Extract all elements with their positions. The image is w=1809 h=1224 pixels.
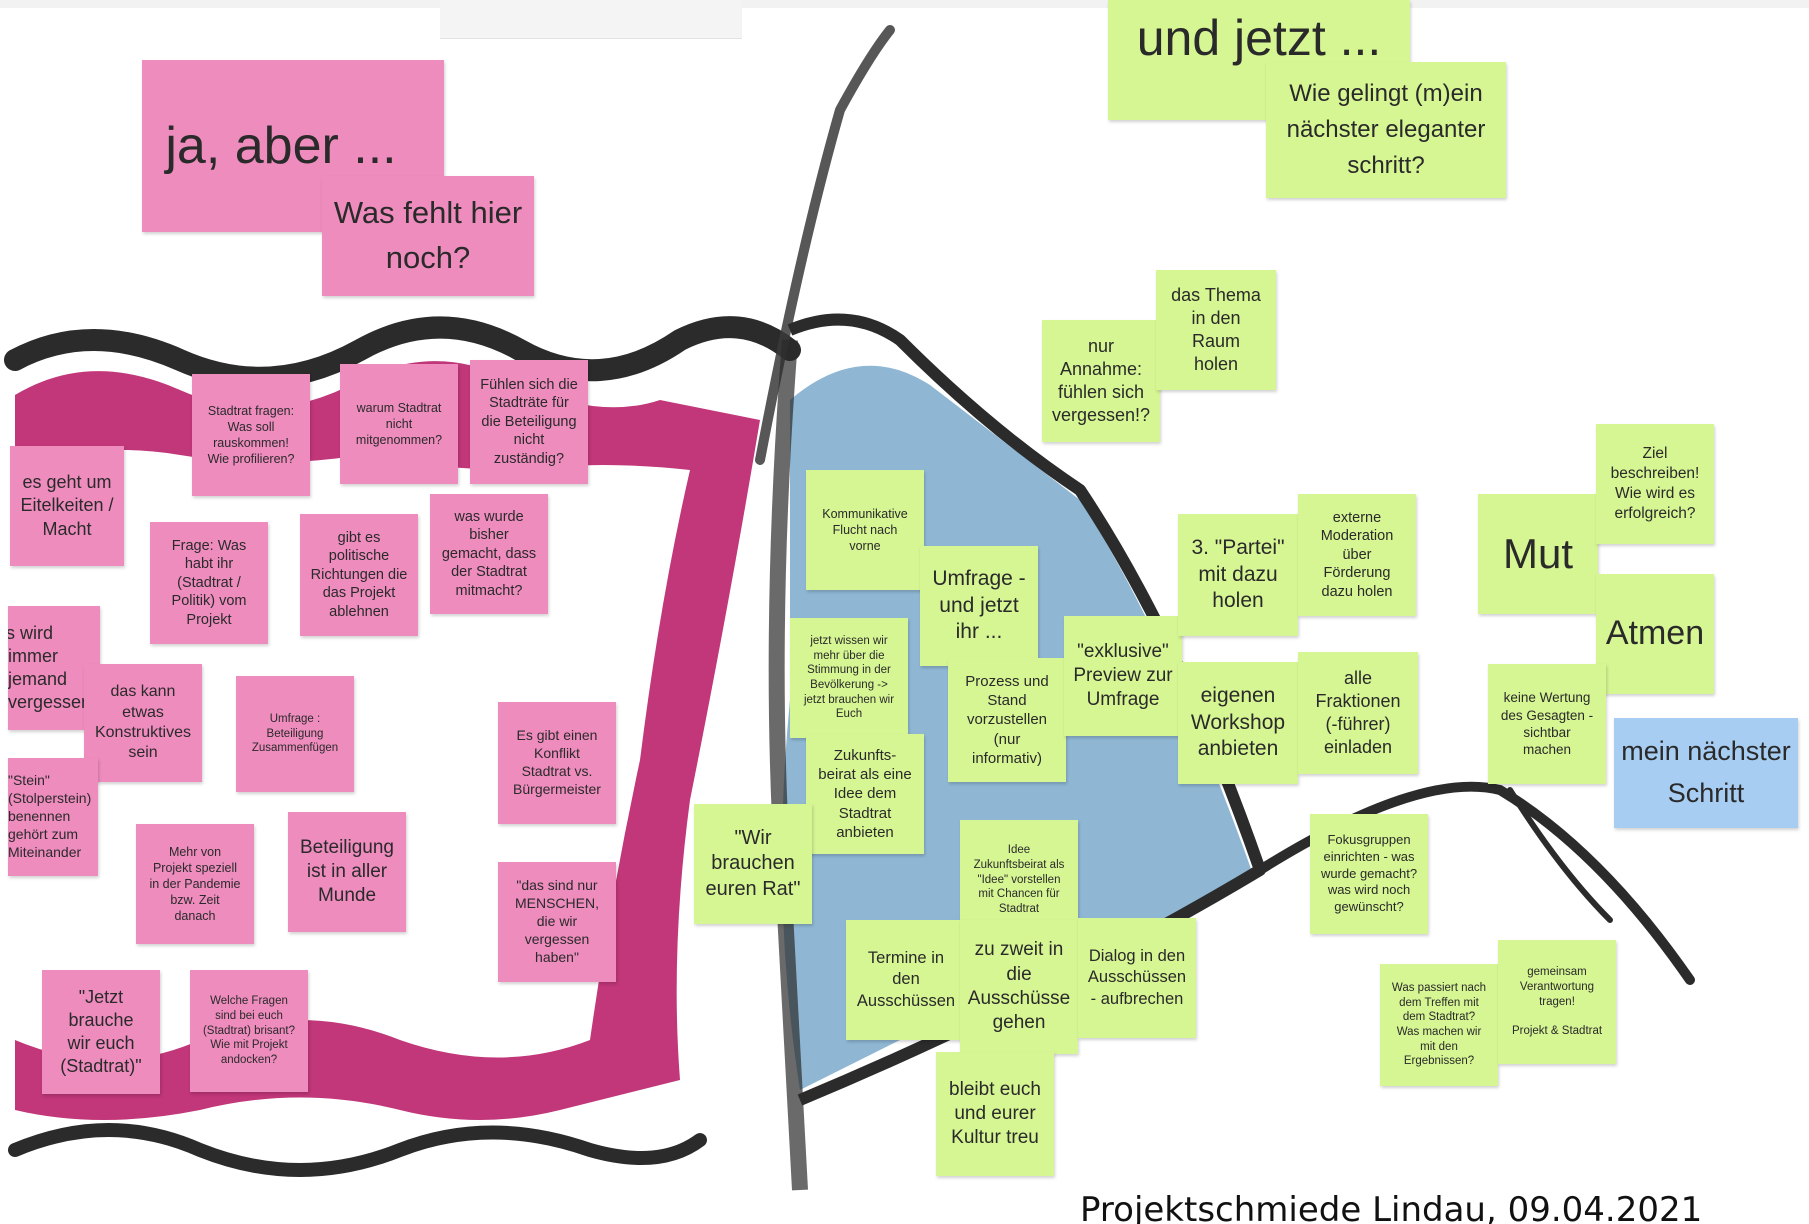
footer-caption: Projektschmiede Lindau, 09.04.2021 — [1080, 1190, 1703, 1224]
sticky-note[interactable]: Kommunikative Flucht nach vorne — [806, 470, 924, 590]
sticky-note[interactable]: Stadtrat fragen: Was soll rauskommen! Wi… — [192, 374, 310, 496]
sticky-note[interactable]: zu zweit in die Ausschüsse gehen — [960, 920, 1078, 1054]
sticky-note[interactable]: "das sind nur MENSCHEN, die wir vergesse… — [498, 862, 616, 982]
sticky-note[interactable]: warum Stadtrat nicht mitgenommen? — [340, 364, 458, 484]
sticky-note[interactable]: nur Annahme: fühlen sich vergessen!? — [1042, 320, 1160, 442]
sticky-note[interactable]: Zukunfts- beirat als eine Idee dem Stadt… — [806, 734, 924, 854]
toolbar-panel[interactable] — [440, 0, 742, 39]
left-section-title: ja, aber ... — [165, 116, 397, 175]
sticky-note[interactable]: Prozess und Stand vorzustellen (nur info… — [948, 658, 1066, 782]
sticky-note[interactable]: gemeinsam Verantwortung tragen! Projekt … — [1498, 940, 1616, 1064]
sticky-note[interactable]: es geht um Eitelkeiten / Macht — [10, 446, 124, 566]
sticky-note[interactable]: Mut — [1478, 494, 1598, 614]
sticky-note[interactable]: Atmen — [1596, 574, 1714, 694]
sticky-note[interactable]: Dialog in den Ausschüssen - aufbrechen — [1078, 918, 1196, 1038]
sticky-note[interactable]: eigenen Workshop anbieten — [1178, 662, 1298, 784]
sticky-note[interactable]: "Stein" (Stolperstein) benennen gehört z… — [8, 758, 98, 876]
left-section-subtitle: Was fehlt hier noch? — [333, 195, 523, 275]
sticky-note[interactable]: alle Fraktionen (-führer) einladen — [1298, 652, 1418, 774]
sticky-note[interactable]: bleibt euch und eurer Kultur treu — [936, 1052, 1054, 1176]
sticky-note[interactable]: jetzt wissen wir mehr über die Stimmung … — [790, 618, 908, 738]
sticky-note[interactable]: gibt es politische Richtungen die das Pr… — [300, 514, 418, 636]
left-title-note[interactable]: ja, aber ... — [142, 60, 444, 232]
sticky-note[interactable]: Umfrage : Beteiligung Zusammenfügen — [236, 676, 354, 792]
sticky-note[interactable]: Ziel beschreiben! Wie wird es erfolgreic… — [1596, 424, 1714, 544]
sticky-note[interactable]: "Wir brauchen euren Rat" — [694, 804, 812, 924]
right-section-title: und jetzt ... — [1136, 10, 1382, 66]
sticky-note[interactable]: Mehr von Projekt speziell in der Pandemi… — [136, 824, 254, 944]
sticky-note[interactable]: "Jetzt brauche wir euch (Stadtrat)" — [42, 970, 160, 1094]
sticky-note[interactable]: Fühlen sich die Stadträte für die Beteil… — [470, 360, 588, 484]
sticky-note[interactable]: externe Moderation über Förderung dazu h… — [1298, 494, 1416, 616]
magenta-frame — [15, 361, 760, 1120]
sticky-note[interactable]: Frage: Was habt ihr (Stadtrat / Politik)… — [150, 522, 268, 644]
sticky-note[interactable]: das Thema in den Raum holen — [1156, 270, 1276, 390]
sticky-note[interactable]: Welche Fragen sind bei euch (Stadtrat) b… — [190, 970, 308, 1092]
left-subtitle-note[interactable]: Was fehlt hier noch? — [322, 176, 534, 296]
far-right-stroke — [1507, 787, 1613, 923]
top-bar — [0, 0, 1809, 8]
sticky-note[interactable]: keine Wertung des Gesagten - sichtbar ma… — [1488, 664, 1606, 784]
sticky-note[interactable]: 3. "Partei" mit dazu holen — [1178, 514, 1298, 636]
mountain-peak-stroke — [755, 25, 895, 465]
right-section-subtitle: Wie gelingt (m)ein nächster eleganter sc… — [1286, 80, 1486, 179]
next-step-note[interactable]: mein nächster Schritt — [1614, 718, 1798, 828]
sticky-note[interactable]: "exklusive" Preview zur Umfrage — [1064, 616, 1182, 736]
sticky-note[interactable]: Was passiert nach dem Treffen mit dem St… — [1380, 964, 1498, 1086]
sticky-note[interactable]: Fokusgruppen einrichten - was wurde gema… — [1310, 814, 1428, 934]
black-wave-bottom — [8, 1123, 707, 1177]
sticky-note[interactable]: Umfrage - und jetzt ihr ... — [920, 546, 1038, 666]
sticky-note[interactable]: Es gibt einen Konflikt Stadtrat vs. Bürg… — [498, 702, 616, 824]
sticky-note[interactable]: was wurde bisher gemacht, dass der Stadt… — [430, 494, 548, 614]
sticky-note[interactable]: Termine in den Ausschüssen — [846, 920, 966, 1040]
sticky-note[interactable]: das kann etwas Konstruktives sein — [84, 664, 202, 782]
right-subtitle-note[interactable]: Wie gelingt (m)ein nächster eleganter sc… — [1266, 62, 1506, 198]
sticky-note[interactable]: Beteiligung ist in aller Munde — [288, 812, 406, 932]
black-wave-top — [4, 316, 801, 389]
